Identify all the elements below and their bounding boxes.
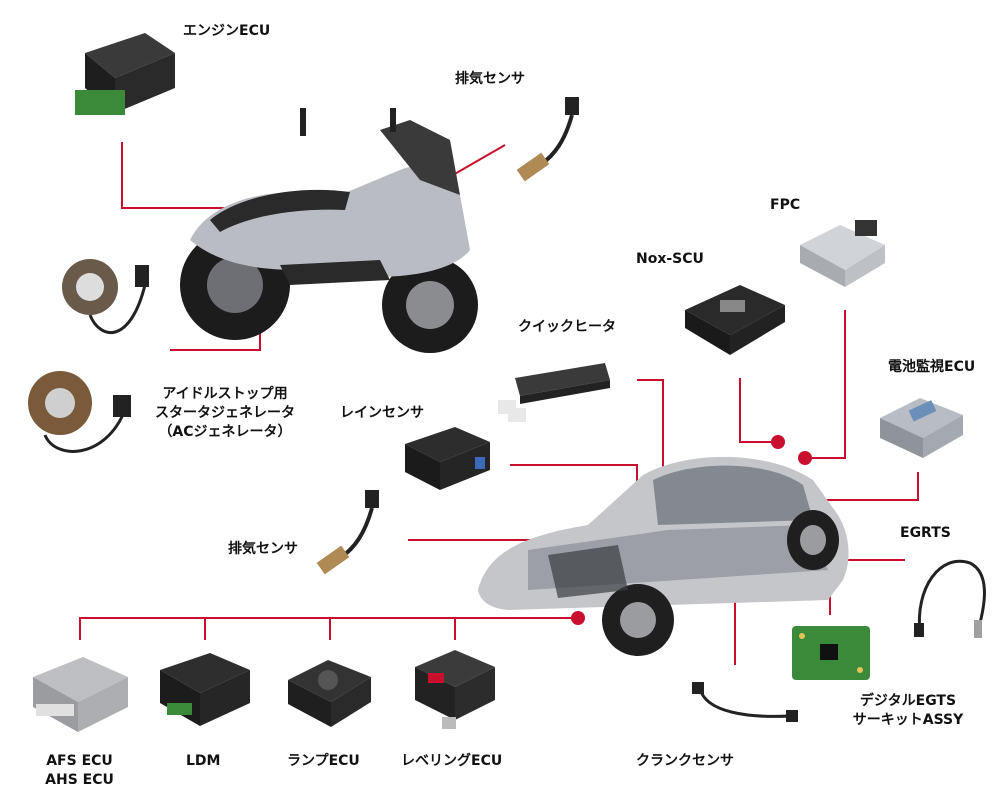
label-fpc: FPC <box>770 197 801 213</box>
label-exhaust-sensor-car: 排気センサ <box>228 541 298 557</box>
label-engine-ecu: エンジンECU <box>183 23 271 39</box>
leveling-ecu-icon <box>415 650 495 729</box>
label-leveling-ecu: レベリングECU <box>401 753 503 769</box>
car-cutaway-illustration <box>478 456 849 656</box>
nox-scu-icon <box>685 285 785 355</box>
stator-coil-icon-2 <box>28 371 131 453</box>
ldm-icon <box>160 653 250 726</box>
label-egrts: EGRTS <box>900 525 951 541</box>
rain-sensor-icon <box>405 427 490 490</box>
stator-coil-icon <box>62 259 149 334</box>
label-digital-egts: デジタルEGTS サーキットASSY <box>852 693 964 728</box>
pcb-board-icon <box>792 626 870 680</box>
oxygen-sensor-icon <box>516 97 579 182</box>
cable-sensor-icon <box>914 559 986 638</box>
crank-sensor-icon <box>692 682 798 722</box>
label-lamp-ecu: ランプECU <box>287 753 360 769</box>
scooter-illustration <box>180 108 478 353</box>
oxygen-sensor-icon-2 <box>316 490 379 575</box>
label-afs-ecu: AFS ECU AHS ECU <box>45 753 114 788</box>
fpc-icon <box>800 220 885 287</box>
label-crank-sensor: クランクセンサ <box>636 753 734 769</box>
quick-heater-icon <box>498 363 610 422</box>
label-battery-monitor-ecu: 電池監視ECU <box>888 359 976 375</box>
label-ldm: LDM <box>186 753 221 769</box>
battery-monitor-ecu-icon <box>880 398 963 458</box>
label-quick-heater: クイックヒータ <box>518 319 616 335</box>
label-rain-sensor: レインセンサ <box>340 405 424 421</box>
lamp-ecu-icon <box>288 660 371 727</box>
label-exhaust-sensor-moto: 排気センサ <box>455 71 525 87</box>
engine-ecu-icon <box>75 33 175 115</box>
afs-ecu-icon <box>33 657 128 732</box>
label-idle-stop-generator: アイドルストップ用 スタータジェネレータ （ACジェネレータ） <box>155 386 295 440</box>
label-nox-scu: Nox-SCU <box>636 251 704 267</box>
